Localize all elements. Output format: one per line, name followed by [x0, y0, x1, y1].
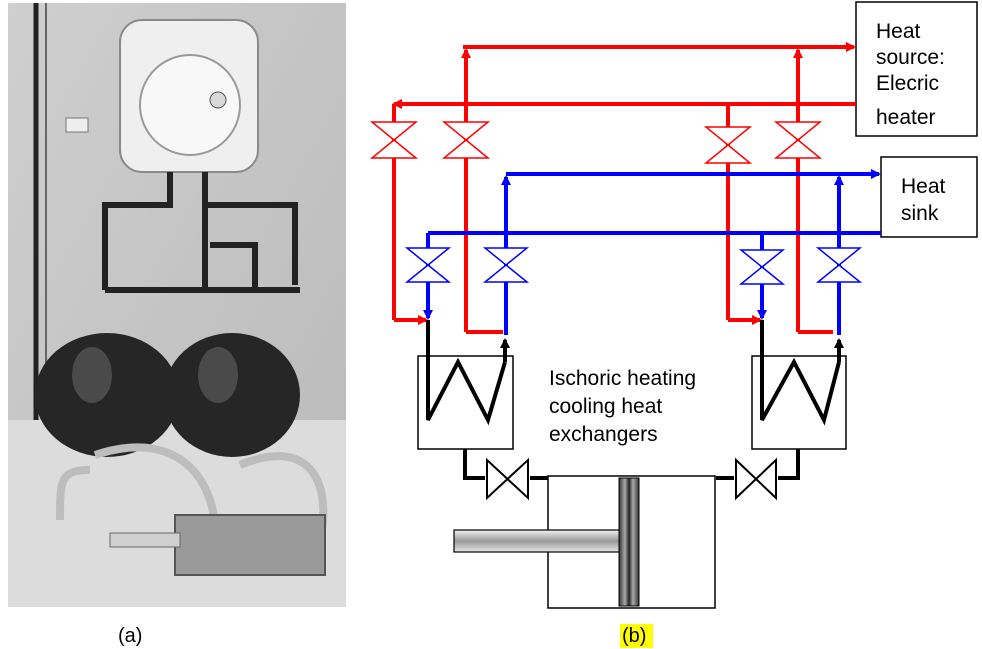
right-heat-exchanger — [751, 320, 847, 450]
cylinder-photo — [109, 514, 326, 576]
hot-valve — [703, 126, 753, 164]
caption-b-highlight — [620, 624, 653, 648]
piping-photo — [102, 172, 300, 293]
caption-a: (a) — [118, 625, 142, 647]
svg-text:Ischoric heating: Ischoric heating — [549, 367, 696, 390]
cold-valve — [482, 247, 530, 283]
cold-supply-line — [501, 169, 881, 335]
hot-valve — [441, 121, 491, 159]
cylinder-connection-right — [716, 449, 800, 480]
isolation-valve-left — [486, 457, 529, 501]
cold-valve — [404, 247, 452, 283]
svg-text:sink: sink — [901, 202, 939, 225]
cold-valve — [738, 249, 786, 285]
svg-text:Heat: Heat — [901, 175, 946, 198]
vessels-photo — [35, 333, 300, 457]
piston-cylinder — [453, 475, 716, 609]
left-heat-exchanger — [417, 320, 514, 450]
exchangers-label: Ischoric heating cooling heat exchangers — [549, 367, 696, 446]
water-heater-photo — [119, 19, 259, 173]
hot-valve — [369, 104, 419, 159]
heat-sink-box: Heat sink — [880, 156, 978, 238]
heat-source-box: Heat source: Elecric heater — [855, 1, 978, 137]
hot-supply-line — [461, 42, 856, 334]
caption-b: (b) — [622, 625, 646, 647]
photo-panel — [8, 3, 346, 607]
hot-valve — [773, 121, 823, 159]
svg-text:Elecric: Elecric — [876, 72, 939, 95]
isolation-valve-right — [735, 457, 777, 501]
svg-text:cooling heat: cooling heat — [549, 395, 662, 418]
cylinder-connection-left — [463, 449, 548, 480]
svg-text:Heat: Heat — [876, 20, 921, 43]
svg-text:exchangers: exchangers — [549, 423, 658, 446]
svg-text:source:: source: — [876, 46, 945, 69]
svg-text:heater: heater — [876, 106, 936, 129]
cold-valve — [815, 247, 863, 283]
